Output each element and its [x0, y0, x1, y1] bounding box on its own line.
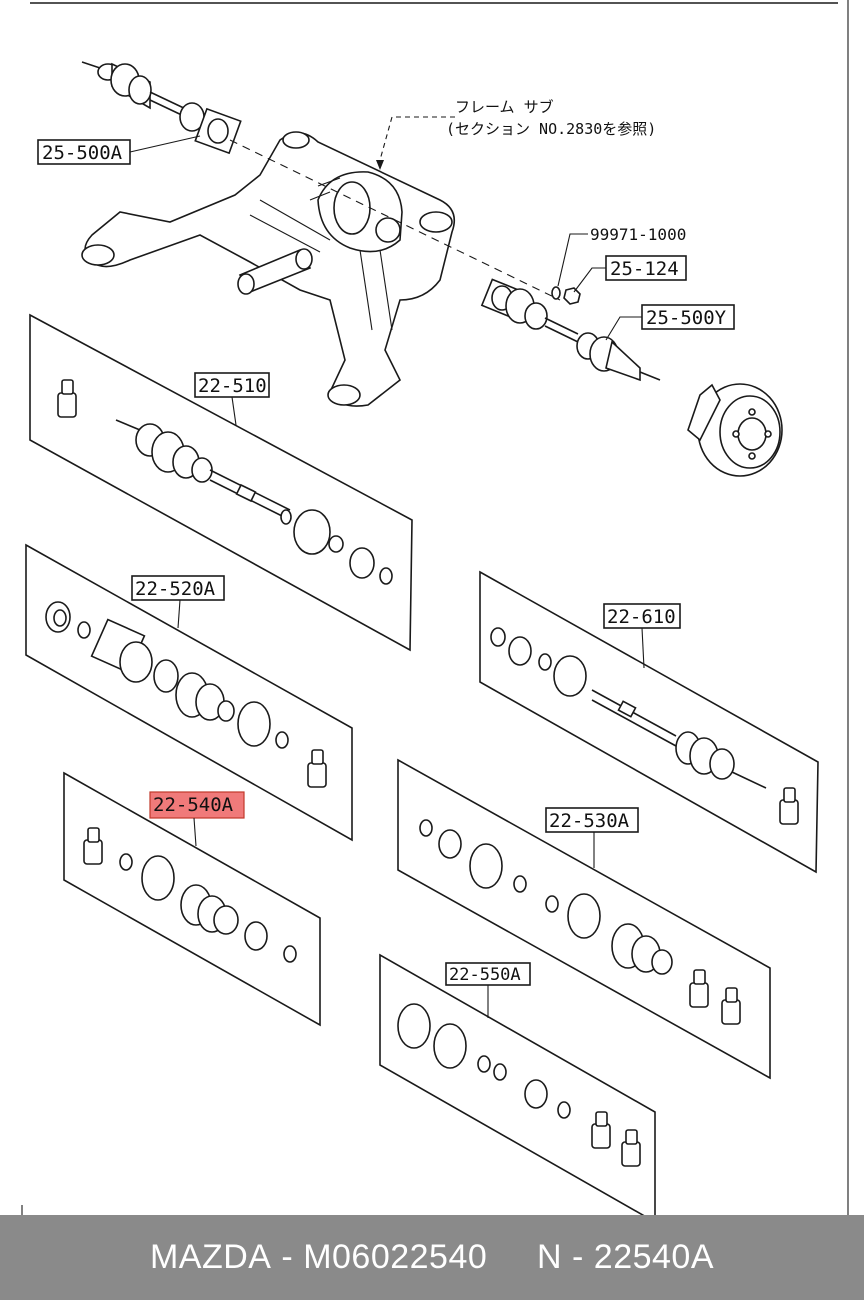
callout-99971-1000[interactable]: 99971-1000	[557, 225, 686, 287]
frame-sub-note-line2: (セクション NO.2830を参照)	[446, 120, 656, 138]
callout-25-124[interactable]: 25-124	[573, 255, 687, 293]
frame-sub-note-line1: フレーム サブ	[455, 98, 554, 116]
panel-22-540A: 22-540A	[63, 771, 321, 1027]
highlight-box	[149, 791, 245, 819]
panel-22-610: 22-610	[479, 570, 819, 874]
panel-22-530A: 22-530A	[397, 758, 771, 1080]
panel-22-510: 22-510	[29, 313, 413, 652]
svg-text:25-500A: 25-500A	[42, 142, 123, 164]
svg-text:25-124: 25-124	[610, 258, 679, 280]
part-info-footer: MAZDA - M06022540 N - 22540A	[0, 1215, 864, 1300]
left-drive-shaft	[81, 61, 242, 155]
separator: -	[271, 1238, 304, 1276]
svg-text:22-610: 22-610	[607, 606, 676, 628]
reference-code: N - 22540A	[537, 1238, 715, 1276]
svg-text:22-510: 22-510	[198, 375, 267, 397]
callout-25-500Y[interactable]: 25-500Y	[605, 304, 735, 341]
callout-22-520A[interactable]: 22-520A	[131, 575, 225, 629]
svg-text:22-520A: 22-520A	[135, 578, 216, 600]
callout-25-500A[interactable]: 25-500A	[37, 135, 201, 165]
sub-frame	[81, 131, 456, 407]
svg-text:22-540A: 22-540A	[153, 794, 234, 816]
right-drive-shaft	[480, 278, 783, 477]
top-assembly: フレーム サブ (セクション NO.2830を参照) 25-500A 99971…	[37, 61, 783, 477]
part-number: M06022540	[303, 1238, 488, 1276]
svg-text:22-530A: 22-530A	[549, 810, 630, 832]
callout-22-610[interactable]: 22-610	[603, 603, 681, 669]
callout-22-540A-highlighted[interactable]: 22-540A	[149, 791, 245, 847]
spacer	[487, 1238, 537, 1277]
brand-name: MAZDA	[149, 1238, 272, 1276]
callout-22-510[interactable]: 22-510	[194, 372, 270, 426]
svg-text:99971-1000: 99971-1000	[590, 225, 686, 244]
svg-text:25-500Y: 25-500Y	[646, 307, 727, 329]
callout-22-550A[interactable]: 22-550A	[445, 962, 531, 1018]
parts-diagram: フレーム サブ (セクション NO.2830を参照) 25-500A 99971…	[21, 0, 849, 1215]
callout-22-530A[interactable]: 22-530A	[545, 807, 639, 868]
panel-22-550A: 22-550A	[379, 953, 656, 1215]
panel-22-520A: 22-520A	[25, 543, 353, 842]
svg-text:22-550A: 22-550A	[449, 965, 521, 985]
